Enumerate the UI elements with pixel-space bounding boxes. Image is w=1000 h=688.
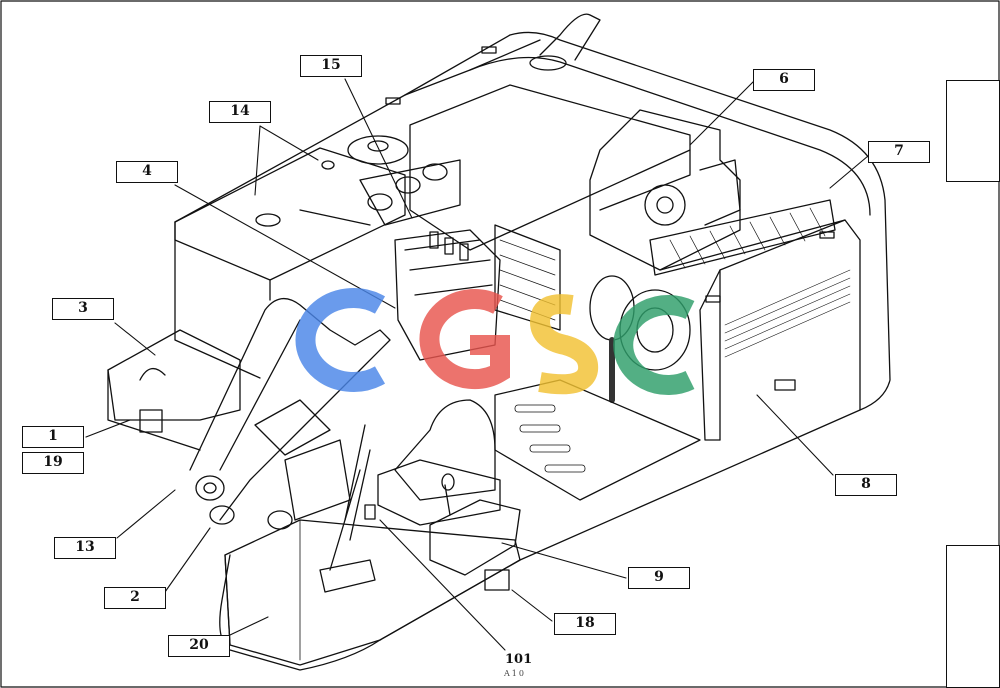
lower-base xyxy=(224,519,521,666)
badge-plate xyxy=(484,569,510,591)
control-lever-left xyxy=(344,424,366,521)
callout-19: 19 xyxy=(22,452,84,474)
watermark-g-red xyxy=(419,289,510,390)
callout-14: 14 xyxy=(209,101,271,123)
left-step-box xyxy=(107,329,241,421)
callout-9: 9 xyxy=(628,567,690,589)
callout-8: 8 xyxy=(835,474,897,496)
boom xyxy=(189,298,391,521)
side-frame-top xyxy=(946,80,1000,182)
rear-panel xyxy=(699,269,721,441)
callout-2: 2 xyxy=(104,587,166,609)
callout-1: 1 xyxy=(22,426,84,448)
watermark-c-blue xyxy=(295,288,386,392)
callout-3: 3 xyxy=(52,298,114,320)
radiator-vent xyxy=(494,224,561,331)
side-frame-bottom xyxy=(946,545,1000,688)
watermark-c-green xyxy=(613,295,695,395)
left-handle-panel xyxy=(139,409,163,433)
callout-20: 20 xyxy=(168,635,230,657)
callout-18: 18 xyxy=(554,613,616,635)
boom-pin xyxy=(195,475,225,501)
exhaust-pipe xyxy=(539,13,601,61)
callout-15: 15 xyxy=(300,55,362,77)
watermark-s-yellow xyxy=(529,294,599,395)
tank-cap-large xyxy=(347,135,409,165)
right-console xyxy=(429,499,521,576)
callout-6: 6 xyxy=(753,69,815,91)
operator-seat xyxy=(394,399,496,501)
callout-13: 13 xyxy=(54,537,116,559)
roof-edge xyxy=(404,56,871,216)
leader-lines xyxy=(85,78,869,651)
callout-7: 7 xyxy=(868,141,930,163)
foot-pedals xyxy=(319,559,376,593)
sheet-reference: A10 xyxy=(504,669,526,678)
right-grille xyxy=(649,199,836,276)
grille-panel-edge xyxy=(659,219,846,271)
callout-4: 4 xyxy=(116,161,178,183)
tank-cap-small xyxy=(255,213,281,227)
counterweight-top xyxy=(469,39,541,71)
label-101: 101 xyxy=(505,652,533,667)
